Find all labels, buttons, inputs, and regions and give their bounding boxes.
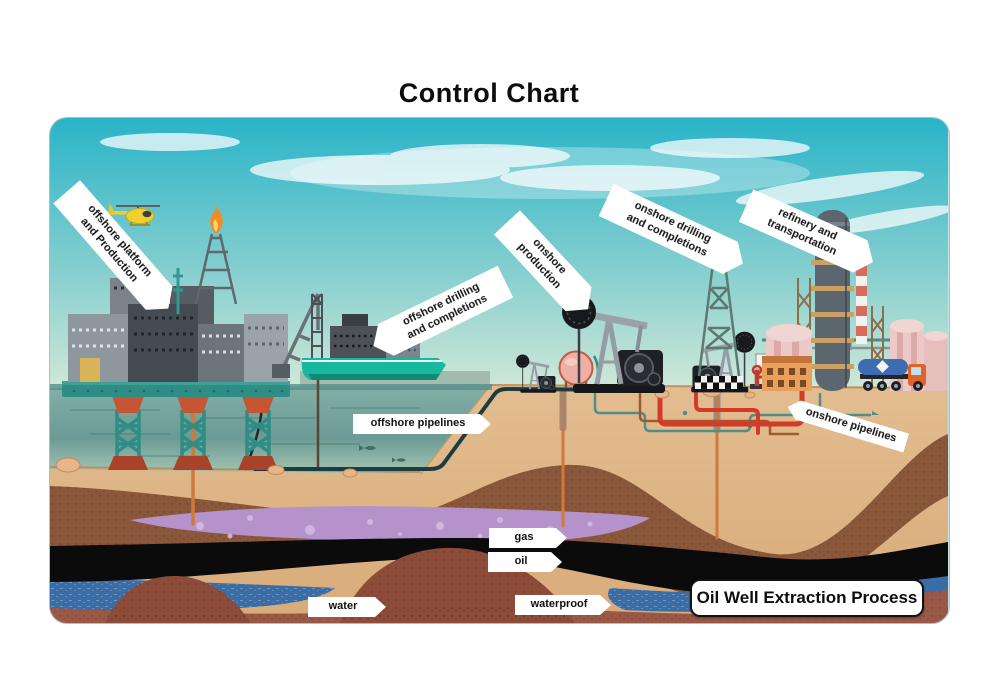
flare-tower (194, 233, 238, 305)
fish-icon (359, 445, 406, 463)
label-oil: oil (488, 552, 562, 572)
tanker-truck (858, 359, 926, 391)
clouds (100, 133, 948, 235)
crane (272, 293, 320, 378)
label-gas: gas (489, 528, 567, 548)
helicopter-icon (108, 203, 160, 226)
offshore-platform (62, 205, 320, 470)
process-title-badge: Oil Well Extraction Process (690, 579, 924, 617)
chimney (856, 266, 867, 344)
label-water: water (308, 597, 386, 617)
page-title: Control Chart (398, 78, 580, 108)
derrick-base (695, 376, 743, 389)
scene-illustration (50, 118, 948, 623)
label-waterproof: waterproof (515, 595, 611, 615)
label-offshore-pipelines: offshore pipelines (353, 414, 491, 434)
refinery-building (762, 356, 812, 391)
illustration-frame: offshore platform and Production offshor… (49, 117, 950, 624)
rocks (55, 387, 756, 478)
